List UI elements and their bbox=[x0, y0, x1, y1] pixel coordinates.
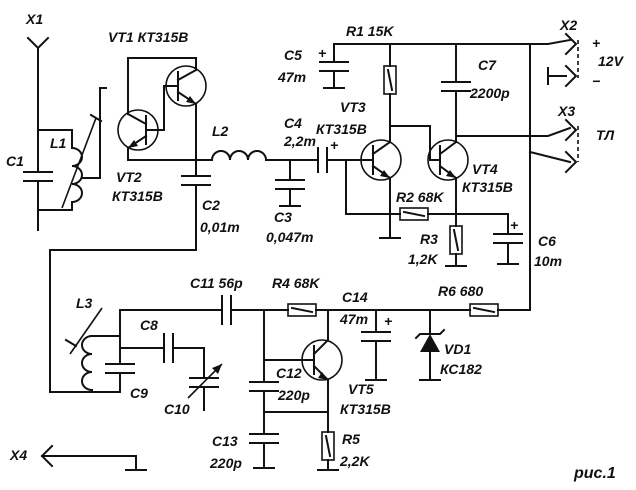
label-r3-name: R3 bbox=[420, 231, 438, 247]
capacitor-c11 bbox=[221, 295, 289, 325]
transistor-vt2 bbox=[117, 109, 165, 151]
label-c4-value: 2,2m bbox=[283, 133, 316, 149]
label-c5-name: C5 bbox=[284, 47, 302, 63]
label-c13-value: 220p bbox=[209, 455, 242, 471]
capacitor-c13 bbox=[249, 433, 279, 469]
capacitor-c12 bbox=[249, 381, 279, 435]
resistor-r3 bbox=[445, 225, 467, 267]
svg-text:+: + bbox=[318, 45, 326, 61]
resistor-r5 bbox=[317, 411, 339, 471]
label-c14-name: C14 bbox=[342, 289, 368, 305]
label-c8: C8 bbox=[140, 317, 158, 333]
label-l3: L3 bbox=[76, 295, 93, 311]
label-r6: R6 680 bbox=[438, 283, 483, 299]
label-x3-tl: ТЛ bbox=[596, 127, 615, 143]
svg-text:+: + bbox=[510, 217, 518, 233]
label-c6-name: C6 bbox=[538, 233, 556, 249]
label-vd1-type: КС182 bbox=[440, 361, 482, 377]
capacitor-c7 bbox=[441, 43, 471, 143]
label-vt2-type: КТ315В bbox=[112, 188, 163, 204]
inductor-l3 bbox=[64, 307, 121, 392]
capacitor-c8 bbox=[119, 333, 205, 363]
label-vt2-name: VT2 bbox=[116, 169, 142, 185]
svg-text:+: + bbox=[384, 313, 392, 329]
capacitor-c6: + bbox=[455, 213, 523, 265]
label-c2-name: C2 bbox=[202, 197, 220, 213]
resistor-r1 bbox=[383, 43, 397, 143]
label-r3-value: 1,2K bbox=[408, 251, 438, 267]
label-r4: R4 68K bbox=[272, 275, 320, 291]
label-c13-name: C13 bbox=[212, 433, 238, 449]
label-x4: X4 bbox=[9, 447, 27, 463]
svg-text:+: + bbox=[330, 137, 338, 153]
capacitor-c4: + bbox=[317, 137, 347, 173]
transistor-vt5 bbox=[263, 309, 343, 382]
label-vt3-name: VT3 bbox=[340, 99, 366, 115]
label-vt5-type: КТ315В bbox=[340, 401, 391, 417]
capacitor-c10 bbox=[187, 347, 223, 411]
label-l1: L1 bbox=[50, 135, 67, 151]
transistor-vt1 bbox=[165, 57, 207, 161]
capacitor-c9 bbox=[105, 335, 135, 393]
connector-x3 bbox=[564, 118, 579, 174]
label-c4-name: C4 bbox=[284, 115, 302, 131]
label-r5-name: R5 bbox=[342, 431, 360, 447]
connector-x4 bbox=[40, 444, 147, 471]
capacitor-c3 bbox=[275, 159, 305, 207]
label-c12-value: 220p bbox=[277, 387, 310, 403]
label-vt5-name: VT5 bbox=[348, 381, 374, 397]
label-x2: X2 bbox=[559, 17, 577, 33]
inductor-l1 bbox=[37, 113, 103, 211]
connector-x2 bbox=[547, 32, 579, 88]
figure-caption: рис.1 bbox=[573, 465, 616, 482]
label-l2: L2 bbox=[212, 123, 229, 139]
inductor-l2 bbox=[195, 150, 319, 162]
label-r5-value: 2,2K bbox=[339, 453, 370, 469]
label-c11: C11 56p bbox=[190, 275, 243, 291]
label-c12-name: C12 bbox=[276, 365, 302, 381]
label-c7-value: 2200p bbox=[469, 85, 510, 101]
label-vt3-type: КТ315В bbox=[316, 121, 367, 137]
transistor-vt3 bbox=[345, 139, 402, 181]
resistor-r6 bbox=[469, 303, 531, 317]
capacitor-c14: + bbox=[361, 309, 392, 381]
label-vt1: VT1 КТ315В bbox=[108, 29, 188, 45]
label-c3-name: C3 bbox=[274, 209, 292, 225]
label-c2-value: 0,01m bbox=[200, 219, 240, 235]
label-r1: R1 15K bbox=[346, 23, 394, 39]
antenna-x1 bbox=[26, 36, 50, 131]
label-x1: X1 bbox=[25, 11, 43, 27]
zener-vd1 bbox=[414, 309, 446, 381]
resistor-r2 bbox=[345, 159, 457, 221]
label-c9: C9 bbox=[130, 385, 148, 401]
label-vt4-type: КТ315В bbox=[462, 179, 513, 195]
label-x2-minus: − bbox=[592, 73, 600, 89]
label-c5-value: 47m bbox=[277, 69, 306, 85]
capacitor-c2 bbox=[181, 159, 211, 251]
capacitor-c1 bbox=[23, 129, 53, 231]
label-x2-plus: + bbox=[592, 35, 600, 51]
label-c7-name: C7 bbox=[478, 57, 497, 73]
label-vd1-name: VD1 bbox=[444, 341, 471, 357]
label-x3: X3 bbox=[557, 103, 575, 119]
label-r2: R2 68K bbox=[396, 189, 444, 205]
label-c14-value: 47m bbox=[339, 311, 368, 327]
label-c6-value: 10m bbox=[534, 253, 562, 269]
label-c3-value: 0,047m bbox=[266, 229, 313, 245]
label-vt4-name: VT4 bbox=[472, 161, 498, 177]
label-c1: C1 bbox=[6, 153, 24, 169]
capacitor-c5: + bbox=[318, 43, 349, 89]
resistor-r4 bbox=[287, 303, 329, 317]
label-x2-voltage: 12V bbox=[598, 53, 625, 69]
label-c10: C10 bbox=[164, 401, 190, 417]
